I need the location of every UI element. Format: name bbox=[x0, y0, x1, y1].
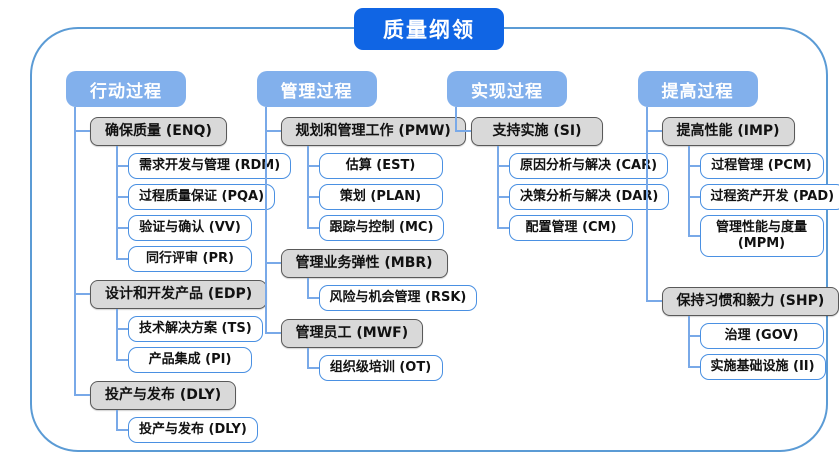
leaf-item: 过程质量保证 (PQA) bbox=[116, 184, 276, 210]
leaf-item: 过程管理 (PCM) bbox=[687, 153, 824, 179]
process-group: 规划和管理工作 (PMW) 估算 (EST) 策划 (PLAN) 跟踪与控制 (MC) bbox=[264, 117, 466, 241]
leaf-item: 投产与发布 (DLY) bbox=[116, 417, 258, 443]
connector-line bbox=[264, 107, 267, 333]
leaf-node: 风险与机会管理 (RSK) bbox=[318, 285, 478, 311]
connector-line bbox=[687, 146, 690, 236]
leaf-node: 产品集成 (PI) bbox=[128, 347, 252, 373]
process-column: 管理过程规划和管理工作 (PMW) 估算 (EST) 策划 (PLAN) 跟踪与控制 … bbox=[256, 71, 478, 381]
group-children: 投产与发布 (DLY) bbox=[116, 410, 258, 443]
connector-line bbox=[306, 348, 309, 368]
column-groups: 确保质量 (ENQ) 需求开发与管理 (RDM) 过程质量保证 (PQA) 验证与确认… bbox=[74, 107, 292, 443]
process-group: 投产与发布 (DLY) 投产与发布 (DLY) bbox=[74, 381, 258, 443]
group-node: 管理员工 (MWF) bbox=[280, 319, 424, 348]
leaf-item: 产品集成 (PI) bbox=[116, 347, 252, 373]
leaf-item: 实施基础设施 (II) bbox=[687, 354, 826, 380]
leaf-item: 管理性能与度量 (MPM) bbox=[687, 215, 824, 257]
process-group: 设计和开发产品 (EDP) 技术解决方案 (TS) 产品集成 (PI) bbox=[74, 280, 268, 373]
process-column: 行动过程确保质量 (ENQ) 需求开发与管理 (RDM) 过程质量保证 (PQA) 验… bbox=[66, 71, 292, 443]
diagram-frame: 质量纲领 行动过程确保质量 (ENQ) 需求开发与管理 (RDM) 过程质量保证 (… bbox=[30, 8, 839, 452]
leaf-node: 组织级培训 (OT) bbox=[318, 355, 443, 381]
leaf-node: 过程质量保证 (PQA) bbox=[128, 184, 276, 210]
leaf-node: 原因分析与解决 (CAR) bbox=[509, 153, 669, 179]
leaf-node: 技术解决方案 (TS) bbox=[128, 316, 263, 342]
column-header: 实现过程 bbox=[447, 71, 567, 107]
leaf-item: 策划 (PLAN) bbox=[306, 184, 443, 210]
leaf-item: 配置管理 (CM) bbox=[497, 215, 633, 241]
group-children: 技术解决方案 (TS) 产品集成 (PI) bbox=[116, 309, 263, 373]
leaf-node: 管理性能与度量 (MPM) bbox=[699, 215, 824, 257]
connector-line bbox=[306, 146, 309, 228]
group-children: 需求开发与管理 (RDM) 过程质量保证 (PQA) 验证与确认 (VV) 同行评审 … bbox=[116, 146, 292, 272]
leaf-item: 组织级培训 (OT) bbox=[306, 355, 443, 381]
process-group: 管理员工 (MWF) 组织级培训 (OT) bbox=[264, 319, 443, 381]
connector-line bbox=[687, 316, 690, 367]
leaf-item: 验证与确认 (VV) bbox=[116, 215, 252, 241]
leaf-node: 跟踪与控制 (MC) bbox=[318, 215, 445, 241]
leaf-item: 风险与机会管理 (RSK) bbox=[306, 285, 478, 311]
columns-row: 行动过程确保质量 (ENQ) 需求开发与管理 (RDM) 过程质量保证 (PQA) 验… bbox=[32, 29, 839, 443]
leaf-node: 过程资产开发 (PAD) bbox=[699, 184, 839, 210]
group-children: 风险与机会管理 (RSK) bbox=[306, 278, 478, 311]
leaf-item: 需求开发与管理 (RDM) bbox=[116, 153, 292, 179]
leaf-node: 配置管理 (CM) bbox=[509, 215, 633, 241]
group-children: 组织级培训 (OT) bbox=[306, 348, 443, 381]
group-children: 治理 (GOV) 实施基础设施 (II) bbox=[687, 316, 826, 380]
group-node: 规划和管理工作 (PMW) bbox=[280, 117, 466, 146]
process-column: 提高过程提高性能 (IMP) 过程管理 (PCM) 过程资产开发 (PAD) 管理性能… bbox=[637, 71, 839, 380]
leaf-node: 过程管理 (PCM) bbox=[699, 153, 824, 179]
group-node: 确保质量 (ENQ) bbox=[90, 117, 227, 146]
connector-line bbox=[497, 146, 499, 228]
leaf-node: 投产与发布 (DLY) bbox=[128, 417, 258, 443]
leaf-item: 治理 (GOV) bbox=[687, 323, 824, 349]
connector-line bbox=[116, 410, 118, 430]
leaf-item: 估算 (EST) bbox=[306, 153, 443, 179]
column-groups: 规划和管理工作 (PMW) 估算 (EST) 策划 (PLAN) 跟踪与控制 (MC)… bbox=[264, 107, 478, 381]
leaf-item: 决策分析与解决 (DAR) bbox=[497, 184, 670, 210]
leaf-node: 估算 (EST) bbox=[318, 153, 443, 179]
leaf-node: 策划 (PLAN) bbox=[318, 184, 443, 210]
process-group: 支持实施 (SI) 原因分析与解决 (CAR) 决策分析与解决 (DAR) 配置管理 … bbox=[455, 117, 670, 241]
process-group: 提高性能 (IMP) 过程管理 (PCM) 过程资产开发 (PAD) 管理性能与度量 … bbox=[645, 117, 839, 257]
column-header: 行动过程 bbox=[66, 71, 186, 107]
leaf-item: 跟踪与控制 (MC) bbox=[306, 215, 445, 241]
connector-line bbox=[116, 309, 118, 360]
leaf-node: 验证与确认 (VV) bbox=[128, 215, 252, 241]
column-groups: 支持实施 (SI) 原因分析与解决 (CAR) 决策分析与解决 (DAR) 配置管理 … bbox=[455, 107, 670, 241]
process-column: 实现过程支持实施 (SI) 原因分析与解决 (CAR) 决策分析与解决 (DAR) 配… bbox=[447, 71, 670, 241]
leaf-item: 过程资产开发 (PAD) bbox=[687, 184, 839, 210]
group-node: 管理业务弹性 (MBR) bbox=[280, 249, 448, 278]
process-group: 确保质量 (ENQ) 需求开发与管理 (RDM) 过程质量保证 (PQA) 验证与确认… bbox=[74, 117, 292, 272]
group-node: 投产与发布 (DLY) bbox=[90, 381, 237, 410]
connector-line bbox=[116, 146, 118, 259]
connector-line bbox=[306, 278, 309, 298]
column-header: 提高过程 bbox=[637, 71, 758, 107]
connector-line bbox=[455, 107, 457, 131]
leaf-node: 治理 (GOV) bbox=[699, 323, 824, 349]
connector-line bbox=[74, 107, 76, 395]
group-node: 支持实施 (SI) bbox=[471, 117, 603, 146]
leaf-node: 实施基础设施 (II) bbox=[699, 354, 826, 380]
leaf-node: 需求开发与管理 (RDM) bbox=[128, 153, 292, 179]
diagram-title: 质量纲领 bbox=[354, 8, 504, 50]
group-children: 原因分析与解决 (CAR) 决策分析与解决 (DAR) 配置管理 (CM) bbox=[497, 146, 670, 241]
connector-line bbox=[645, 107, 648, 301]
process-group: 保持习惯和毅力 (SHP) 治理 (GOV) 实施基础设施 (II) bbox=[645, 287, 839, 380]
process-group: 管理业务弹性 (MBR) 风险与机会管理 (RSK) bbox=[264, 249, 478, 311]
leaf-item: 原因分析与解决 (CAR) bbox=[497, 153, 669, 179]
leaf-item: 同行评审 (PR) bbox=[116, 246, 252, 272]
column-header: 管理过程 bbox=[256, 71, 377, 107]
leaf-item: 技术解决方案 (TS) bbox=[116, 316, 263, 342]
group-node: 提高性能 (IMP) bbox=[661, 117, 795, 146]
leaf-node: 决策分析与解决 (DAR) bbox=[509, 184, 670, 210]
group-node: 设计和开发产品 (EDP) bbox=[90, 280, 268, 309]
group-children: 估算 (EST) 策划 (PLAN) 跟踪与控制 (MC) bbox=[306, 146, 445, 241]
group-children: 过程管理 (PCM) 过程资产开发 (PAD) 管理性能与度量 (MPM) bbox=[687, 146, 839, 257]
leaf-node: 同行评审 (PR) bbox=[128, 246, 252, 272]
column-groups: 提高性能 (IMP) 过程管理 (PCM) 过程资产开发 (PAD) 管理性能与度量 … bbox=[645, 107, 839, 380]
group-node: 保持习惯和毅力 (SHP) bbox=[661, 287, 839, 316]
